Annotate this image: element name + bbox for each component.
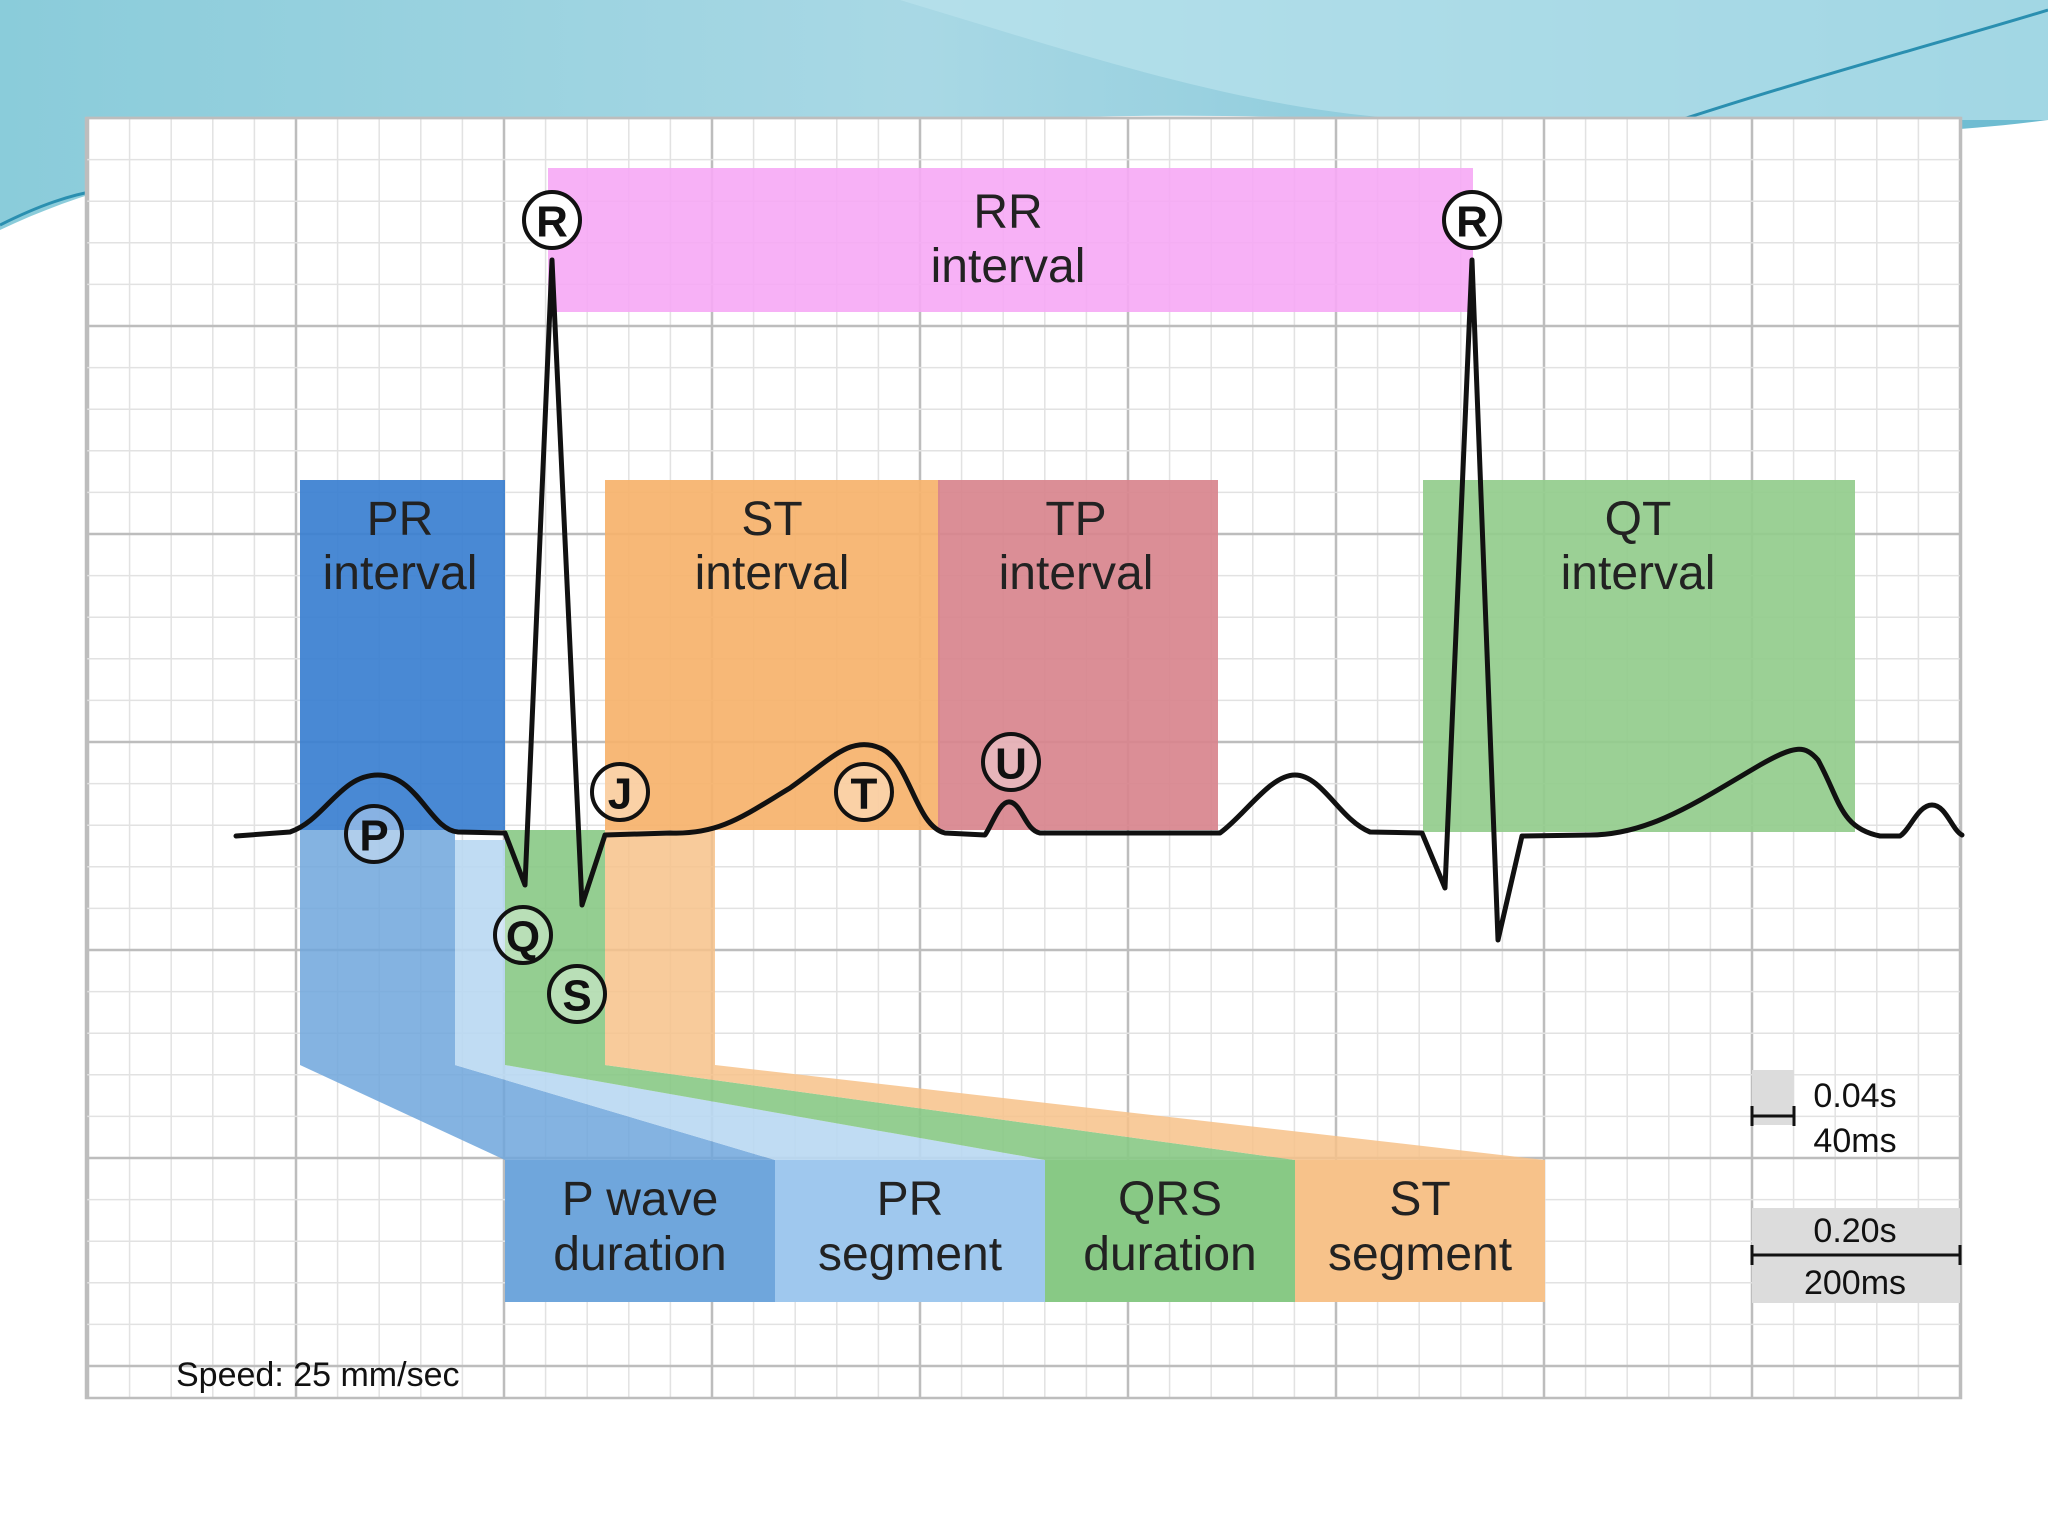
tp-interval-line1: TP [1045,493,1106,546]
qrs-duration-line1: QRS [1118,1173,1222,1226]
pr-segment-column [455,840,505,1065]
p-label-text: P [359,812,388,861]
tp-interval-line2: interval [999,547,1154,600]
pr-segment-line2: segment [818,1228,1002,1281]
grid-border [84,116,1963,1400]
large-scale-seconds: 0.20s [1813,1212,1896,1250]
qt-interval-line2: interval [1561,547,1716,600]
t-label: T [834,762,894,822]
st-segment-line1: ST [1389,1173,1450,1226]
st-segment-column [605,830,715,1065]
r-label-first-text: R [536,198,568,247]
pr-segment-box: PR segment [775,1160,1045,1302]
p-wave-duration-line2: duration [553,1228,726,1281]
s-label: S [547,964,607,1024]
p-wave-column [300,830,455,1065]
st-segment-box: ST segment [1295,1160,1545,1302]
pr-segment-connector [455,1065,1045,1160]
qt-interval-box: QT interval [1423,480,1855,832]
pr-interval-line1: PR [367,493,434,546]
q-label-text: Q [506,913,540,962]
ecg-trace [233,257,1965,943]
p-wave-duration-line1: P wave [562,1173,719,1226]
t-label-text: T [851,770,878,819]
p-label: P [344,804,404,864]
rr-interval-line1: RR [973,186,1042,239]
u-label-text: U [995,740,1027,789]
p-wave-duration-box: P wave duration [505,1160,775,1302]
r-label-first: R [522,190,582,250]
qrs-duration-line2: duration [1083,1228,1256,1281]
j-label-text: J [608,770,632,819]
rr-interval-line2: interval [931,240,1086,293]
qrs-column [505,830,605,1065]
r-label-second-text: R [1456,198,1488,247]
q-label: Q [493,905,553,965]
pr-interval-line2: interval [323,547,478,600]
u-label: U [981,732,1041,792]
speed-label: Speed: 25 mm/sec [176,1356,459,1394]
st-segment-connector [605,1065,1545,1160]
qt-interval-line1: QT [1605,493,1672,546]
rr-interval-box: RR interval [548,168,1473,312]
st-interval-line2: interval [695,547,850,600]
top-swoosh-highlight [900,0,2048,121]
swoosh-line [1649,8,2048,132]
tp-interval-box: TP interval [938,480,1218,830]
j-label: J [590,762,650,822]
small-scale-seconds: 0.04s [1813,1077,1896,1115]
p-wave-connector [300,1065,775,1160]
st-segment-line2: segment [1328,1228,1512,1281]
pr-segment-line1: PR [877,1173,944,1226]
pr-interval-box: PR interval [300,480,505,830]
small-scale-ms: 40ms [1813,1122,1896,1160]
qrs-duration-box: QRS duration [1045,1160,1295,1302]
large-scale-ms: 200ms [1804,1264,1906,1302]
st-interval-line1: ST [741,493,802,546]
r-label-second: R [1442,190,1502,250]
qrs-connector [505,1065,1295,1160]
s-label-text: S [562,972,591,1021]
scale-legend: 0.04s 40ms 0.20s 200ms [1750,1070,1962,1303]
